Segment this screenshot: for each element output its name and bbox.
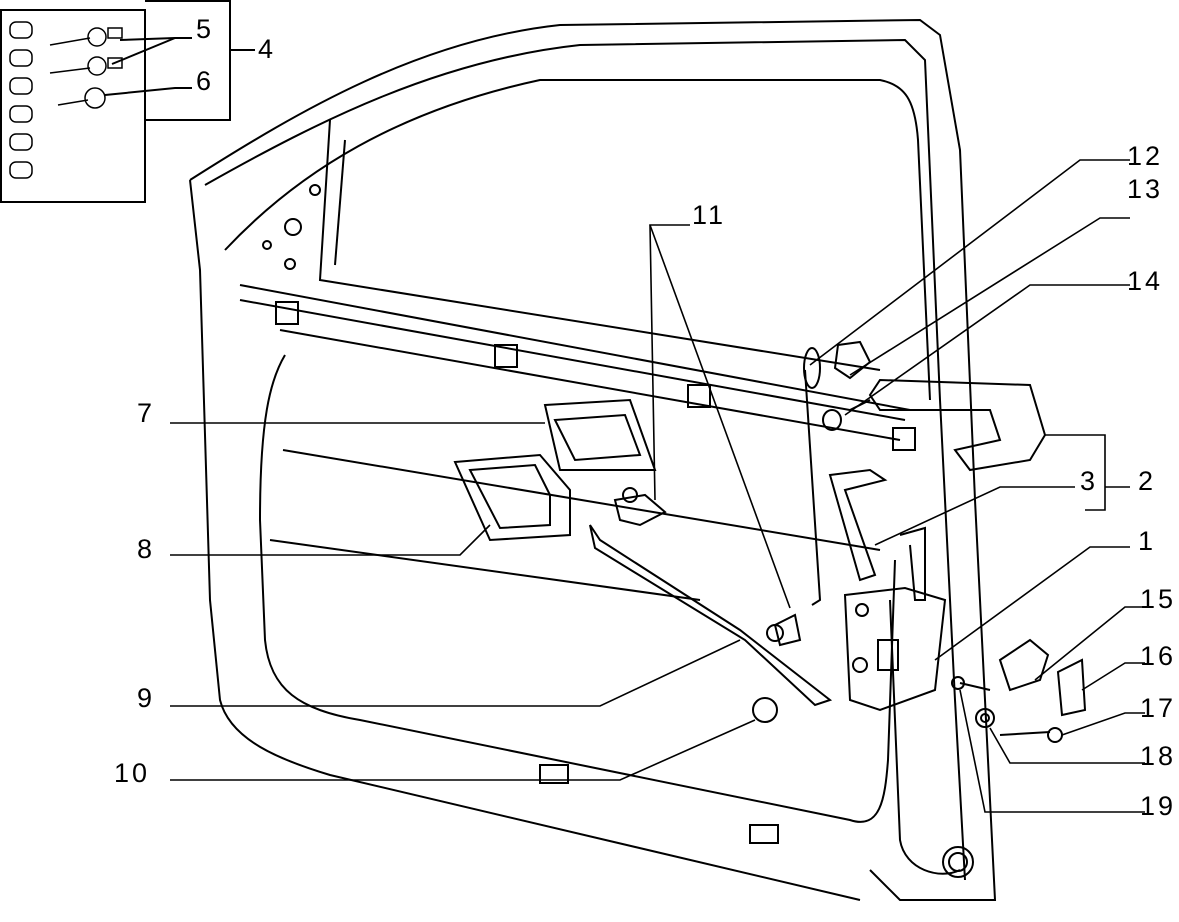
callout-19: 19 — [1140, 791, 1177, 821]
plate-16 — [1056, 658, 1087, 717]
callout-14: 14 — [1127, 266, 1164, 296]
grommet-13 — [833, 340, 872, 380]
rod-9 — [589, 524, 833, 707]
callout-1: 1 — [1138, 526, 1157, 556]
callout-13: 13 — [1127, 174, 1164, 204]
callout-10: 10 — [114, 758, 151, 788]
callout-15: 15 — [1140, 584, 1177, 614]
striker-15 — [998, 638, 1050, 692]
latch-1 — [843, 586, 947, 712]
callout-2: 2 — [1138, 466, 1157, 496]
callout-5: 5 — [196, 14, 215, 44]
washer-18 — [975, 708, 995, 728]
clip-11a — [613, 493, 667, 527]
callout-8: 8 — [137, 534, 156, 564]
nut-14 — [822, 409, 842, 431]
keys — [49, 27, 123, 109]
rod-12 — [804, 369, 822, 606]
rod-3 — [828, 468, 888, 582]
lock-cylinders — [9, 21, 33, 179]
bezel-8 — [453, 453, 571, 542]
link — [899, 526, 926, 601]
key-set-inset — [0, 0, 255, 203]
callout-3: 3 — [1080, 466, 1099, 496]
callout-11: 11 — [692, 200, 727, 230]
screw-19 — [959, 682, 991, 691]
outer-handle-2 — [868, 378, 1047, 472]
screw-17 — [999, 731, 1051, 736]
door-shell — [189, 18, 997, 901]
callout-7: 7 — [137, 398, 156, 428]
clip-11b — [773, 613, 802, 647]
callout-18: 18 — [1140, 741, 1177, 771]
callout-9: 9 — [137, 683, 156, 713]
plug-10 — [752, 697, 778, 723]
callout-6: 6 — [196, 66, 215, 96]
callout-16: 16 — [1140, 641, 1177, 671]
callout-17: 17 — [1140, 693, 1177, 723]
parts — [453, 340, 1087, 743]
callout-4: 4 — [258, 34, 277, 64]
callout-12: 12 — [1127, 141, 1164, 171]
leader-lines — [170, 159, 1145, 813]
